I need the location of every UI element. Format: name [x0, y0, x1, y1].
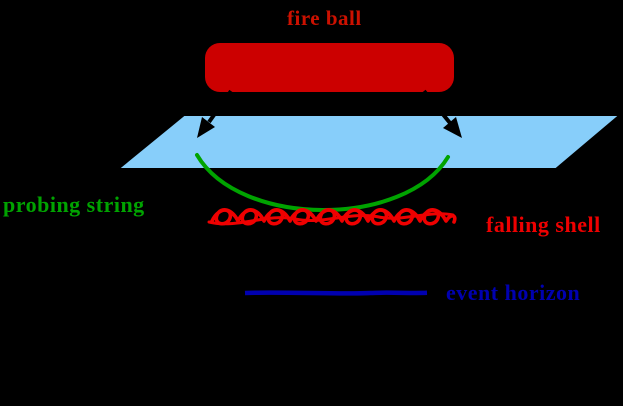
fire-ball-shape [205, 43, 454, 92]
right-arrowhead-icon [443, 117, 462, 138]
left-arrowhead-icon [197, 117, 215, 138]
right-arrow-icon [422, 89, 462, 138]
fire-ball-label: fire ball [287, 6, 362, 30]
probing-string-label: probing string [3, 192, 145, 217]
left-arrow-shaft [207, 89, 233, 124]
event-horizon-label: event horizon [446, 280, 581, 305]
right-arrow-shaft [422, 89, 452, 125]
event-horizon-line [244, 290, 428, 296]
boundary-plane-shape [115, 114, 623, 170]
falling-shell-strand [207, 212, 455, 226]
falling-shell-label: falling shell [486, 212, 601, 237]
left-arrow-icon [197, 89, 233, 138]
